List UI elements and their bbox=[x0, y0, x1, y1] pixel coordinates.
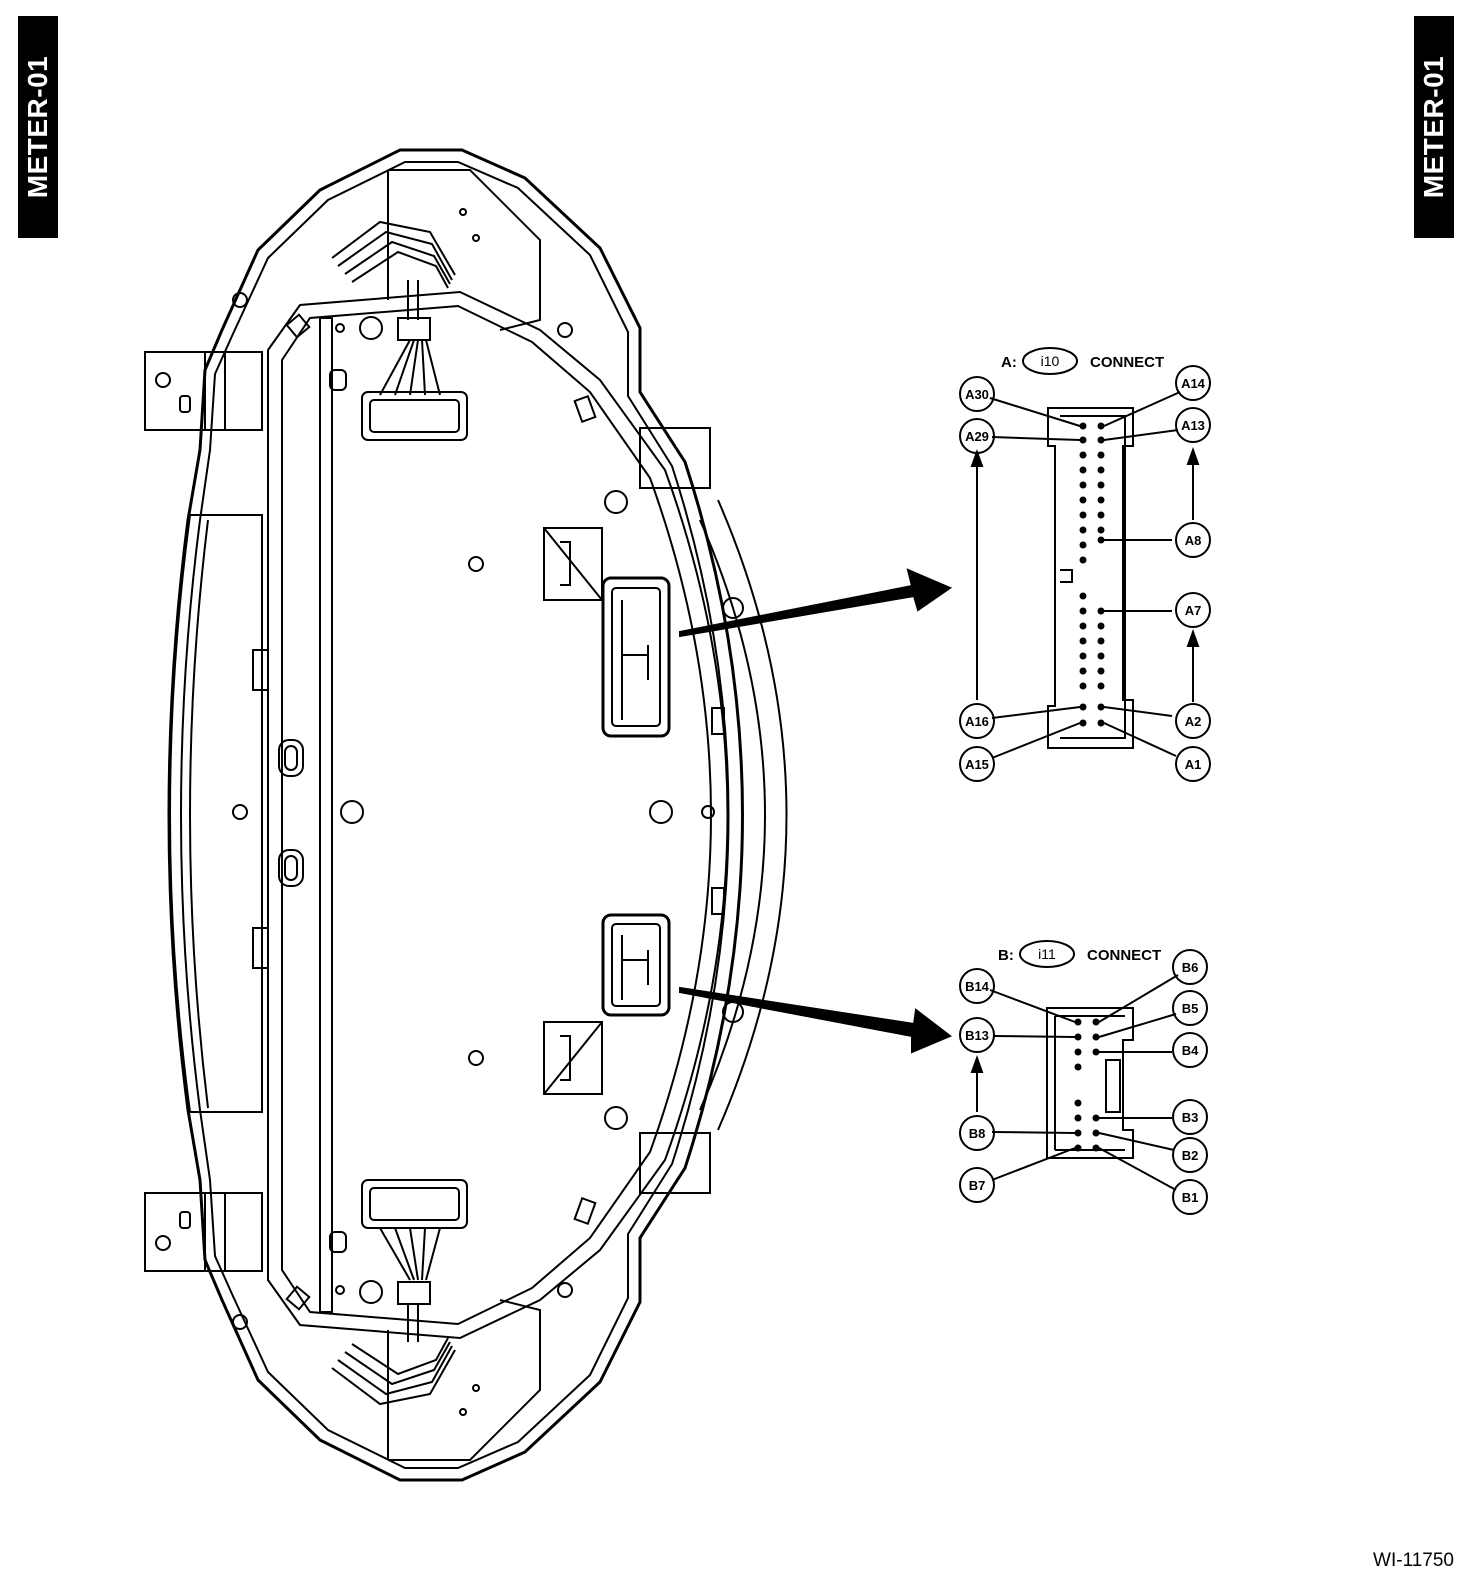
svg-text:B5: B5 bbox=[1182, 1001, 1199, 1016]
bottom-harness bbox=[331, 1179, 468, 1406]
pin-label-A16: A16 bbox=[959, 703, 995, 739]
pin-label-A29: A29 bbox=[959, 418, 995, 454]
connector-a-detail: A: i10 CONNECT bbox=[959, 347, 1211, 782]
svg-text:A14: A14 bbox=[1181, 376, 1206, 391]
svg-text:B13: B13 bbox=[965, 1028, 989, 1043]
pin-label-A15: A15 bbox=[959, 746, 995, 782]
meter-connector-b-socket bbox=[601, 913, 671, 1017]
meter-connector-a-socket bbox=[601, 576, 671, 738]
connector-b-code: i11 bbox=[1038, 946, 1056, 962]
pin-label-A8: A8 bbox=[1175, 522, 1211, 558]
svg-text:B14: B14 bbox=[965, 979, 990, 994]
svg-text:B3: B3 bbox=[1182, 1110, 1199, 1125]
pin-label-A14: A14 bbox=[1175, 365, 1211, 401]
svg-text:A1: A1 bbox=[1185, 757, 1202, 772]
pin-label-A13: A13 bbox=[1175, 407, 1211, 443]
pin-label-B13: B13 bbox=[959, 1017, 995, 1053]
svg-text:A7: A7 bbox=[1185, 603, 1202, 618]
svg-text:A13: A13 bbox=[1181, 418, 1205, 433]
pin-label-B4: B4 bbox=[1172, 1032, 1208, 1068]
svg-text:B6: B6 bbox=[1182, 960, 1199, 975]
svg-text:A2: A2 bbox=[1185, 714, 1202, 729]
pin-label-B14: B14 bbox=[959, 968, 995, 1004]
connector-a-pins bbox=[1079, 422, 1105, 727]
svg-text:A15: A15 bbox=[965, 757, 989, 772]
connector-b-detail: B: i11 CONNECT B14 B13 B8 B7 B6 bbox=[959, 940, 1208, 1215]
pin-label-A7: A7 bbox=[1175, 592, 1211, 628]
svg-text:A16: A16 bbox=[965, 714, 989, 729]
svg-text:B2: B2 bbox=[1182, 1148, 1199, 1163]
pointer-arrow-a bbox=[679, 568, 953, 638]
svg-text:B7: B7 bbox=[969, 1178, 986, 1193]
svg-text:B8: B8 bbox=[969, 1126, 986, 1141]
pin-label-B5: B5 bbox=[1172, 990, 1208, 1026]
meter-components bbox=[543, 527, 603, 1095]
side-tab-left: METER-01 bbox=[18, 16, 58, 238]
pointer-arrow-b bbox=[679, 986, 952, 1054]
connector-b-prefix: B: bbox=[998, 947, 1014, 964]
svg-text:B1: B1 bbox=[1182, 1190, 1199, 1205]
figure-id: WI-11750 bbox=[1373, 1550, 1454, 1571]
pin-label-B1: B1 bbox=[1172, 1179, 1208, 1215]
svg-text:B4: B4 bbox=[1182, 1043, 1199, 1058]
svg-text:A29: A29 bbox=[965, 429, 989, 444]
pin-label-B2: B2 bbox=[1172, 1137, 1208, 1173]
connector-a-connect-label: CONNECT bbox=[1090, 354, 1164, 371]
pin-label-B6: B6 bbox=[1172, 949, 1208, 985]
connector-b-pins bbox=[1074, 1018, 1100, 1152]
pin-label-A2: A2 bbox=[1175, 703, 1211, 739]
meter-housing bbox=[144, 148, 788, 1482]
pin-label-A1: A1 bbox=[1175, 746, 1211, 782]
top-harness bbox=[331, 220, 468, 441]
svg-text:A30: A30 bbox=[965, 387, 989, 402]
pin-label-A30: A30 bbox=[959, 376, 995, 412]
svg-text:A8: A8 bbox=[1185, 533, 1202, 548]
pin-label-B3: B3 bbox=[1172, 1099, 1208, 1135]
mounting-holes bbox=[155, 208, 744, 1416]
connector-a-prefix: A: bbox=[1001, 354, 1017, 371]
connector-a-code: i10 bbox=[1041, 353, 1060, 369]
pin-label-B7: B7 bbox=[959, 1167, 995, 1203]
side-tab-right: METER-01 bbox=[1414, 16, 1454, 238]
pin-label-B8: B8 bbox=[959, 1115, 995, 1151]
connector-b-connect-label: CONNECT bbox=[1087, 947, 1161, 964]
